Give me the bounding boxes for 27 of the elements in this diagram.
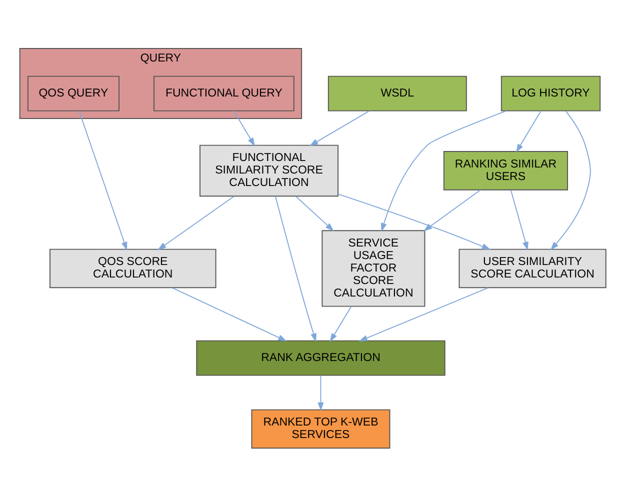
arrow [381,110,507,232]
arrow [78,110,128,251]
node-box: RANK AGGREGATION [196,340,446,376]
node-box: RANKED TOP K-WEB SERVICES [251,409,390,449]
node-box: QOS SCORE CALCULATION [50,248,216,288]
arrow [309,110,370,146]
arrow [318,374,324,412]
node-box: USER SIMILARITY SCORE CALCULATION [458,248,606,288]
node-box: FUNCTIONAL QUERY [154,76,294,112]
arrow [172,287,287,342]
arrow [330,306,352,342]
arrow [510,190,528,250]
node-box: FUNCTIONAL SIMILARITY SCORE CALCULATION [200,144,338,197]
node-box: RANKING SIMILAR USERS [443,151,568,190]
arrow [516,110,542,153]
arrow [338,194,491,250]
node-box: SERVICE USAGE FACTOR SCORE CALCULATION [322,230,426,307]
arrow [423,189,481,232]
node-box: WSDL [328,76,467,112]
arrow [295,196,334,232]
arrow [233,110,256,146]
arrow [358,287,489,342]
node-box: LOG HISTORY [500,76,601,112]
arrow [158,196,234,250]
node-box: QOS QUERY [27,76,120,112]
arrow [550,110,591,250]
arrow [274,196,316,342]
